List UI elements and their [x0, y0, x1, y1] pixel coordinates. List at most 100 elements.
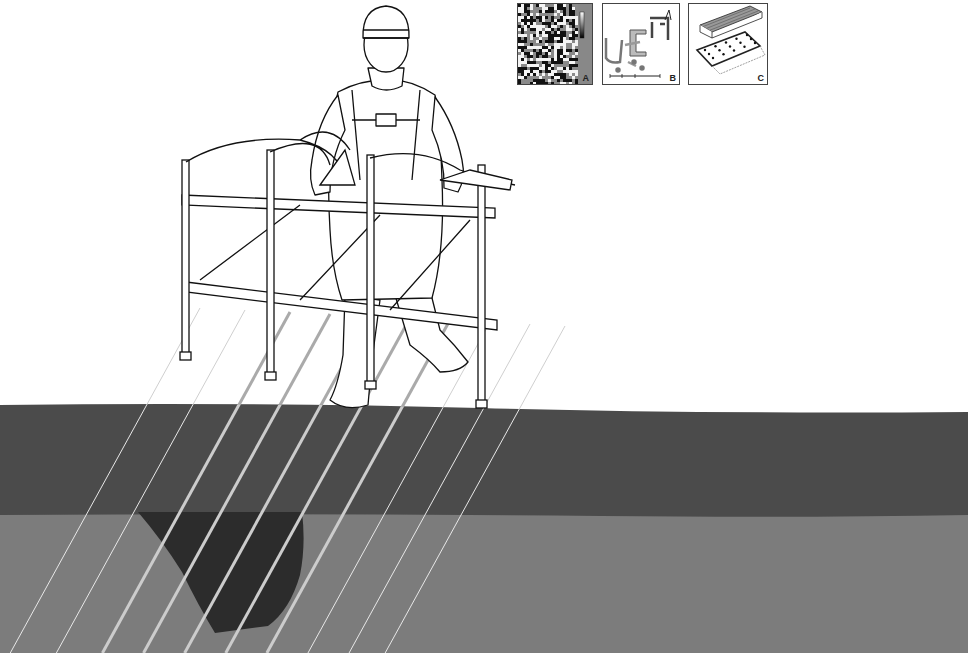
map-cell: [518, 73, 521, 76]
map-cell: [539, 25, 542, 28]
posthole: [712, 57, 714, 59]
map-cell: [527, 7, 530, 10]
map-cell: [548, 64, 551, 67]
map-cell: [563, 16, 566, 19]
map-cell: [548, 13, 551, 16]
map-cell: [566, 28, 569, 31]
map-cell: [557, 25, 560, 28]
map-cell: [563, 10, 566, 13]
panel-letter: A: [583, 74, 590, 83]
map-cell: [566, 67, 569, 70]
map-cell: [542, 40, 545, 43]
map-cell: [536, 46, 539, 49]
map-cell: [536, 49, 539, 52]
map-cell: [554, 70, 557, 73]
map-cell: [572, 58, 575, 61]
map-cell: [527, 16, 530, 19]
map-cell: [527, 58, 530, 61]
map-cell: [563, 49, 566, 52]
map-cell: [524, 67, 527, 70]
map-cell: [530, 28, 533, 31]
map-cell: [560, 25, 563, 28]
map-cell: [551, 19, 554, 22]
map-cell: [572, 28, 575, 31]
map-cell: [530, 49, 533, 52]
map-cell: [548, 73, 551, 76]
map-cell: [548, 16, 551, 19]
map-cell: [566, 22, 569, 25]
map-cell: [542, 16, 545, 19]
map-cell: [557, 70, 560, 73]
map-cell: [554, 31, 557, 34]
posthole: [743, 46, 745, 48]
map-cell: [566, 49, 569, 52]
map-cell: [539, 79, 542, 82]
map-cell: [566, 46, 569, 49]
map-cell: [533, 37, 536, 40]
map-cell: [530, 31, 533, 34]
map-cell: [551, 61, 554, 64]
map-cell: [563, 19, 566, 22]
map-cell: [542, 73, 545, 76]
map-cell: [575, 76, 578, 79]
map-cell: [551, 22, 554, 25]
map-cell: [560, 67, 563, 70]
map-cell: [575, 40, 578, 43]
north-arrow: [665, 10, 671, 20]
map-cell: [527, 70, 530, 73]
map-cell: [575, 16, 578, 19]
map-cell: [554, 67, 557, 70]
map-cell: [524, 19, 527, 22]
map-cell: [518, 19, 521, 22]
map-cell: [533, 55, 536, 58]
map-cell: [572, 4, 575, 7]
map-cell: [518, 43, 521, 46]
survey-ray: [102, 312, 290, 653]
map-cell: [572, 64, 575, 67]
map-cell: [572, 37, 575, 40]
map-cell: [533, 79, 536, 82]
map-cell: [518, 22, 521, 25]
map-cell: [539, 40, 542, 43]
map-cell: [545, 61, 548, 64]
map-cell: [530, 4, 533, 7]
map-cell: [572, 70, 575, 73]
interpretation-plan: [606, 10, 671, 78]
map-cell: [521, 61, 524, 64]
map-cell: [548, 22, 551, 25]
map-cell: [539, 52, 542, 55]
map-cell: [560, 76, 563, 79]
map-cell: [536, 22, 539, 25]
map-cell: [536, 58, 539, 61]
inset-panel: A: [517, 3, 593, 85]
map-cell: [530, 19, 533, 22]
frame-bar: [186, 282, 497, 330]
map-cell: [554, 64, 557, 67]
map-cell: [539, 70, 542, 73]
map-cell: [548, 7, 551, 10]
map-cell: [554, 52, 557, 55]
map-cell: [539, 73, 542, 76]
map-cell: [551, 25, 554, 28]
frame-bar: [182, 195, 495, 218]
map-cell: [530, 79, 533, 82]
map-cell: [575, 4, 578, 7]
map-cell: [551, 13, 554, 16]
postholes: [704, 34, 756, 59]
map-cell: [569, 16, 572, 19]
map-cell: [542, 28, 545, 31]
map-cell: [542, 34, 545, 37]
map-cell: [554, 55, 557, 58]
map-cell: [572, 79, 575, 82]
map-cell: [572, 22, 575, 25]
map-cell: [569, 58, 572, 61]
map-cell: [542, 64, 545, 67]
map-cell: [530, 13, 533, 16]
map-cell: [536, 55, 539, 58]
map-cell: [551, 43, 554, 46]
map-cell: [548, 25, 551, 28]
map-cell: [527, 52, 530, 55]
map-cell: [551, 37, 554, 40]
map-cell: [563, 61, 566, 64]
map-cell: [545, 64, 548, 67]
